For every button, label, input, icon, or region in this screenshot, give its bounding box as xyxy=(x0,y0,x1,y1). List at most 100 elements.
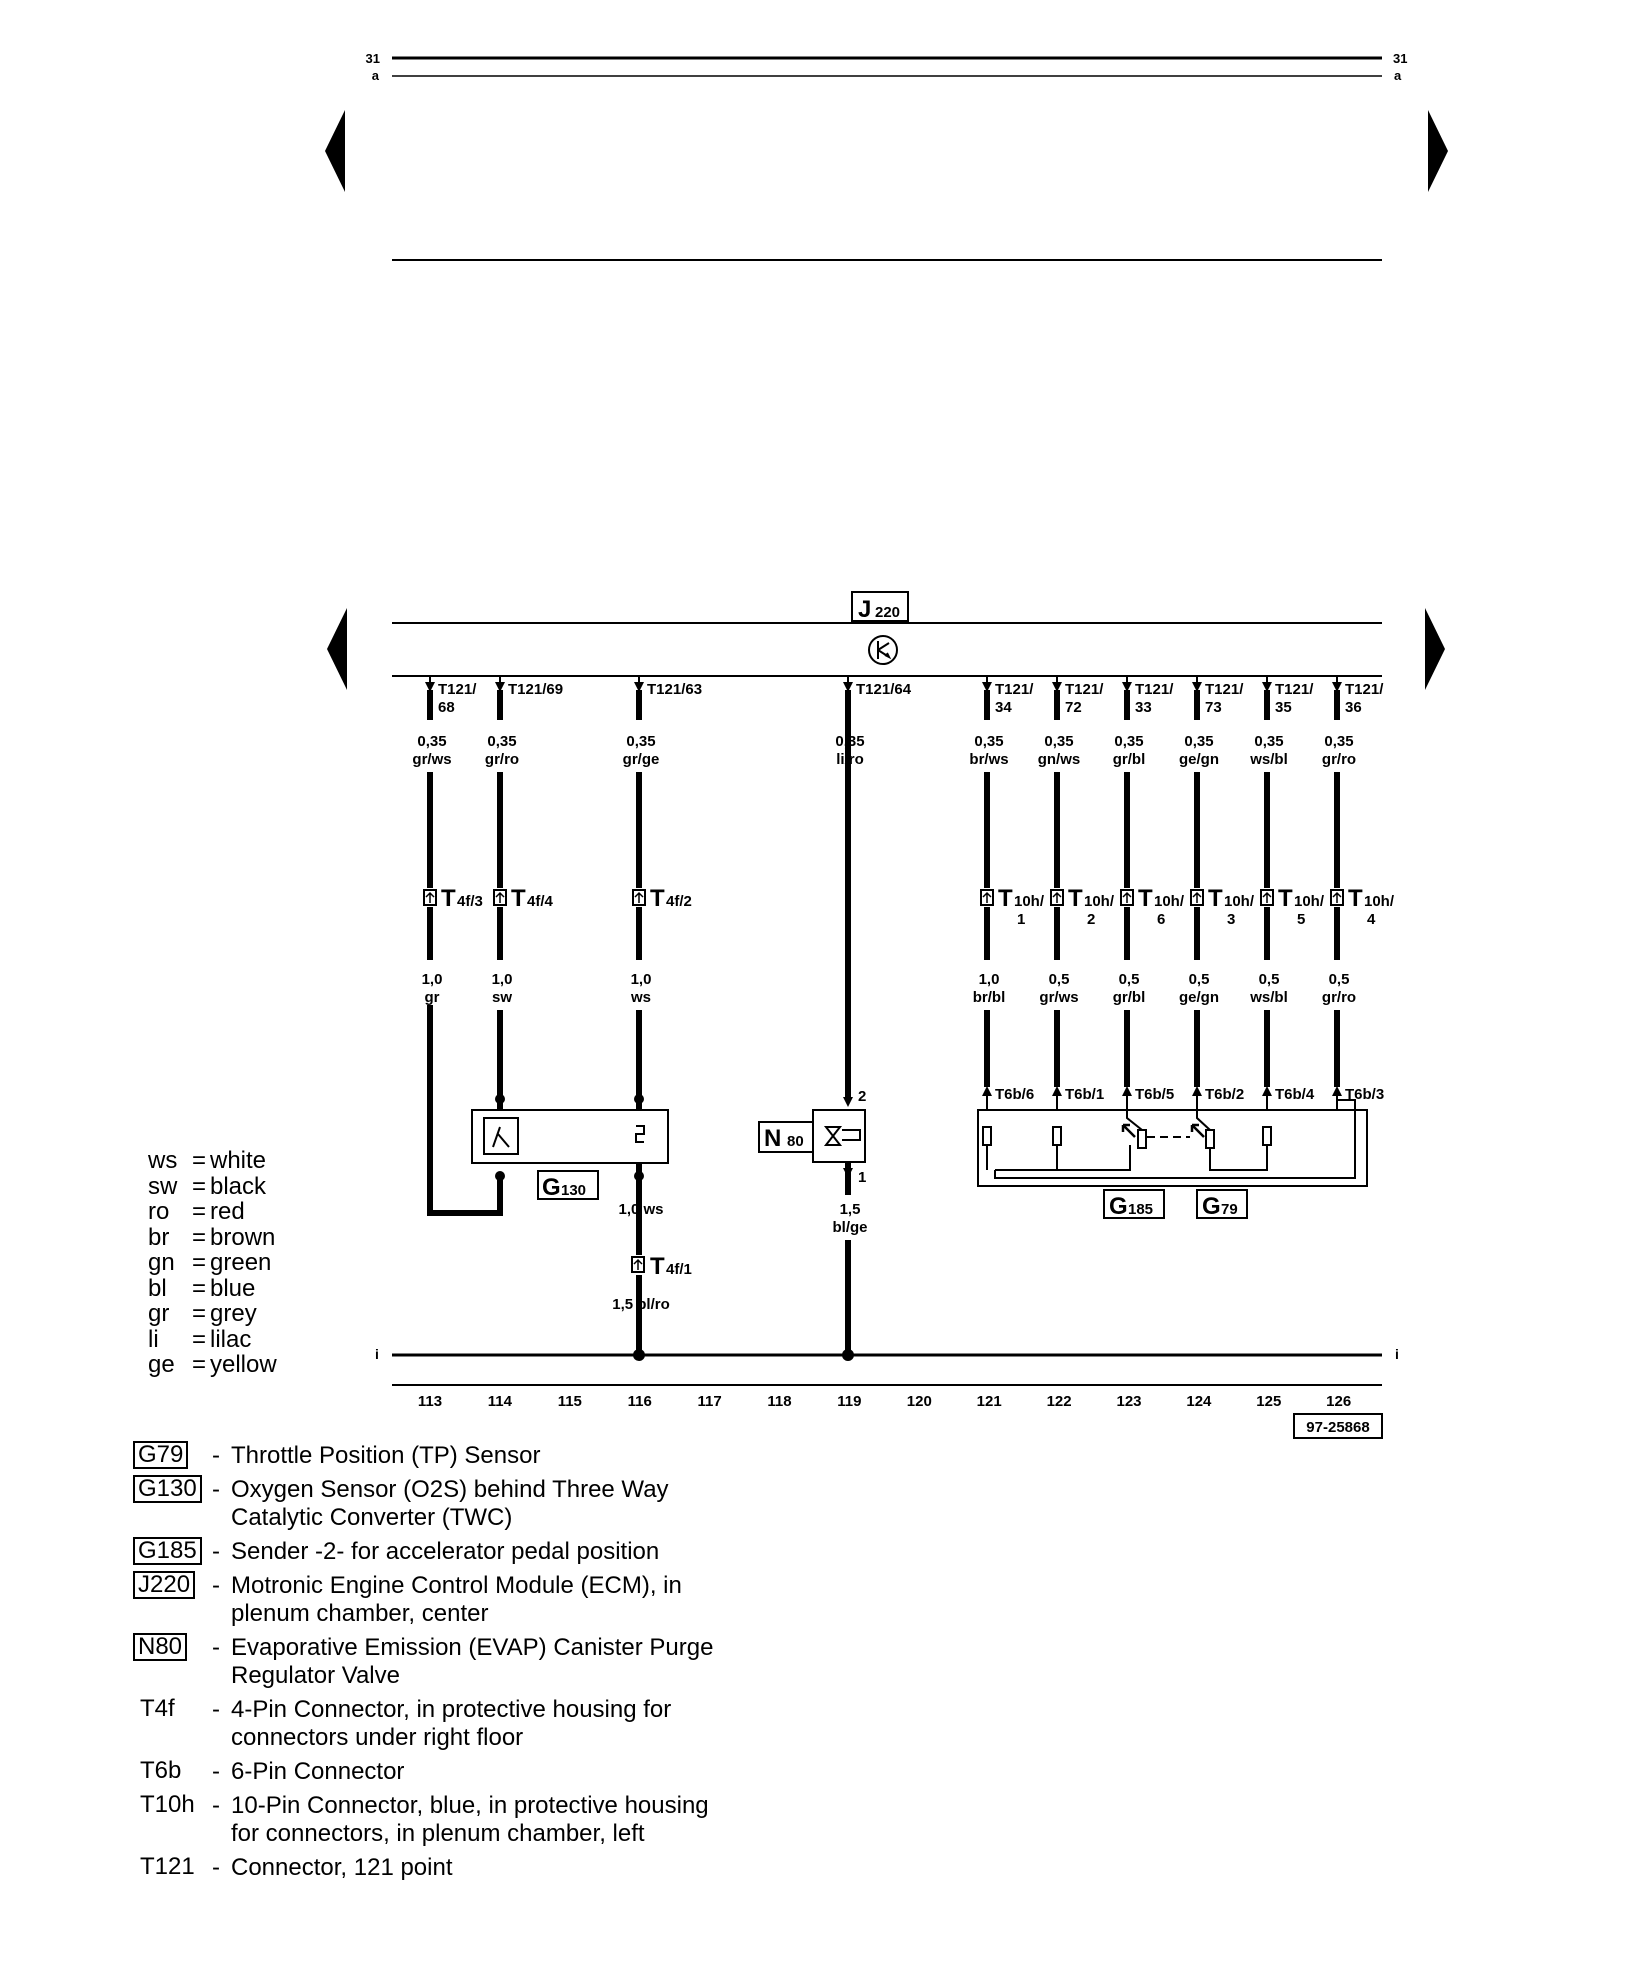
component-legend-item: J220-Motronic Engine Control Module (ECM… xyxy=(133,1571,751,1628)
connector-pin: 1 xyxy=(1017,911,1025,928)
wire-bottom-gauge: 0,5 xyxy=(1049,971,1070,988)
color-key-row: gn=green xyxy=(148,1250,277,1276)
color-key-row: ge=yellow xyxy=(148,1352,277,1378)
component-description: 6-Pin Connector xyxy=(231,1758,751,1786)
g130-oxygen-sensor: G 130 xyxy=(471,1109,669,1201)
component-desc-line: Evaporative Emission (EVAP) Canister Pur… xyxy=(231,1634,714,1661)
column-number: 118 xyxy=(767,1393,791,1410)
t6b-pin-label: T6b/4 xyxy=(1275,1086,1315,1103)
wire-top-color: ws/bl xyxy=(1249,751,1288,768)
color-code: gr xyxy=(148,1300,170,1327)
column-number: 122 xyxy=(1047,1393,1072,1410)
color-code: bl xyxy=(148,1274,167,1302)
equals-sign: = xyxy=(192,1274,207,1302)
rail-ref-31-left: 31 xyxy=(366,51,380,66)
connector-letter: T xyxy=(1068,885,1083,912)
pin-t121-label: T121/69 xyxy=(508,681,563,698)
color-code: ge xyxy=(148,1351,175,1378)
pin-t121-label: T121/ xyxy=(1135,681,1174,698)
color-name: yellow xyxy=(210,1351,277,1378)
wire-bottom-gauge: 1,0 xyxy=(979,971,1000,988)
component-legend-item: T4f-4-Pin Connector, in protective housi… xyxy=(133,1695,751,1752)
component-code: J220 xyxy=(133,1571,201,1599)
pin-number-label: 33 xyxy=(1135,699,1152,716)
potentiometer-wiper-1-icon xyxy=(1121,1123,1136,1138)
component-code: T6b xyxy=(140,1757,182,1784)
dash: - xyxy=(212,1442,220,1469)
o2s-ground-branch: 1,0 ws T 4f/1 1,5 bl/ro xyxy=(612,1163,692,1355)
dash: - xyxy=(212,1854,220,1881)
color-key-row: sw=black xyxy=(148,1172,277,1200)
component-legend-item: T10h-10-Pin Connector, blue, in protecti… xyxy=(133,1791,751,1848)
connector-sub: 4f/3 xyxy=(457,893,483,910)
component-code: T10h xyxy=(140,1791,195,1818)
n80-pin-top: 2 xyxy=(858,1088,866,1105)
n80-wire-gauge: 1,5 xyxy=(840,1201,861,1218)
pin-number-label: 35 xyxy=(1275,699,1292,716)
component-desc-line: Regulator Valve xyxy=(231,1662,400,1689)
g130-label-letter: G xyxy=(542,1174,561,1201)
color-key-row: ws=white xyxy=(148,1148,277,1174)
prev-page-arrow-top[interactable] xyxy=(325,110,345,192)
lambda-icon xyxy=(492,1126,510,1148)
wire-top-color: gr/bl xyxy=(1113,751,1146,768)
ecm-label-letter: J xyxy=(858,596,871,623)
connector-letter: T xyxy=(998,885,1013,912)
valve-icon xyxy=(823,1126,861,1146)
o2s-connector-sub: 4f/1 xyxy=(666,1261,692,1278)
pin-t121-label: T121/ xyxy=(995,681,1034,698)
figure-id: 97-25868 xyxy=(1306,1419,1369,1436)
prev-page-arrow-bottom[interactable] xyxy=(327,608,347,690)
pin-t121-label: T121/ xyxy=(1275,681,1314,698)
pin-t121-label: T121/ xyxy=(1205,681,1244,698)
wire-bottom-gauge: 0,5 xyxy=(1189,971,1210,988)
component-desc-line: Oxygen Sensor (O2S) behind Three Way xyxy=(231,1476,669,1503)
wire-bottom-gauge: 1,0 xyxy=(492,971,513,988)
rail-ref-a-left: a xyxy=(372,68,380,83)
wire-bottom-color: br/bl xyxy=(973,989,1006,1006)
column-number: 126 xyxy=(1326,1393,1351,1410)
g185-label-letter: G xyxy=(1109,1193,1128,1220)
pin-t121-label: T121/63 xyxy=(647,681,702,698)
connector-sub: 10h/ xyxy=(1294,893,1325,910)
n80-pin-bottom: 1 xyxy=(858,1169,866,1186)
component-legend-item: G130-Oxygen Sensor (O2S) behind Three Wa… xyxy=(133,1475,751,1532)
wire-bottom-gauge: 0,5 xyxy=(1119,971,1140,988)
heater-element-icon xyxy=(635,1125,645,1143)
color-code: ws xyxy=(148,1147,178,1174)
connector-letter: T xyxy=(1278,885,1293,912)
pin-t121-label: T121/64 xyxy=(856,681,912,698)
component-description: Sender -2- for accelerator pedal positio… xyxy=(231,1538,751,1566)
wire-bottom-color: gr/bl xyxy=(1113,989,1146,1006)
dash: - xyxy=(212,1538,220,1565)
column-number: 114 xyxy=(488,1393,513,1410)
connector-letter: T xyxy=(650,885,665,912)
next-page-arrow-top[interactable] xyxy=(1428,110,1448,192)
wire-bottom-color: ws/bl xyxy=(1249,989,1288,1006)
equals-sign: = xyxy=(192,1198,207,1225)
ground-ref-right: i xyxy=(1395,1346,1399,1362)
color-code: ro xyxy=(148,1198,170,1225)
wire-bottom-color: gr xyxy=(425,989,440,1006)
next-page-arrow-bottom[interactable] xyxy=(1425,608,1445,690)
connector-pin: 3 xyxy=(1227,911,1235,928)
dash: - xyxy=(212,1792,220,1819)
wire-bottom-color: ge/gn xyxy=(1179,989,1219,1006)
color-code: sw xyxy=(148,1172,178,1200)
component-desc-line: for connectors, in plenum chamber, left xyxy=(231,1820,645,1847)
wire-top-color: ge/gn xyxy=(1179,751,1219,768)
wire-top-color: gr/ge xyxy=(623,751,660,768)
component-legend-item: G79-Throttle Position (TP) Sensor xyxy=(133,1441,751,1470)
potentiometer-wiper-2-icon xyxy=(1190,1123,1205,1138)
equals-sign: = xyxy=(192,1147,207,1174)
wire-top-gauge: 0,35 xyxy=(417,733,446,750)
component-desc-line: Throttle Position (TP) Sensor xyxy=(231,1442,541,1469)
color-name: black xyxy=(210,1172,267,1200)
wire-top-gauge: 0,35 xyxy=(1044,733,1073,750)
t6b-pin-label: T6b/5 xyxy=(1135,1086,1174,1103)
